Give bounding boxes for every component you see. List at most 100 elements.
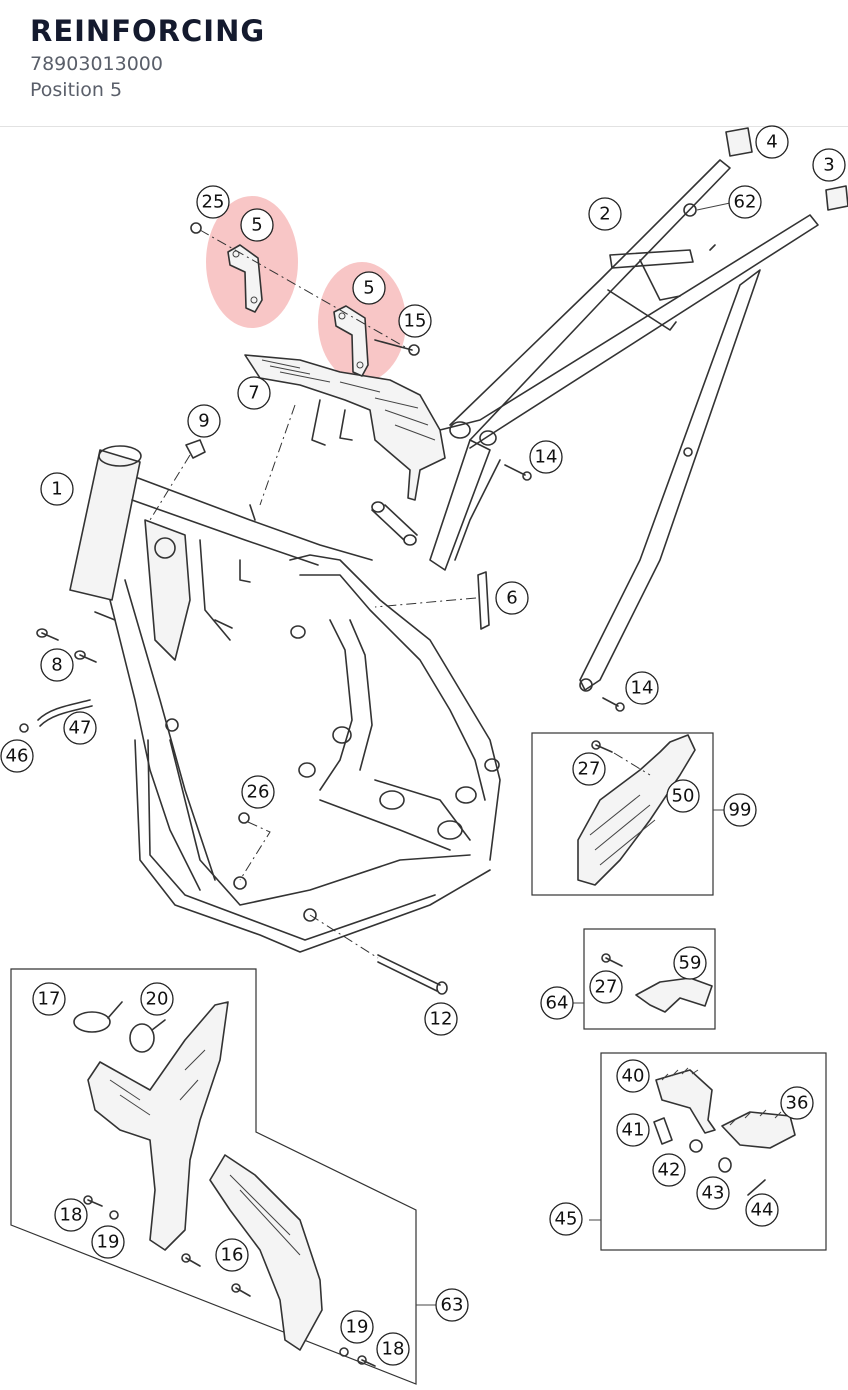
footrest-40-part[interactable] bbox=[655, 1067, 716, 1134]
svg-text:99: 99 bbox=[729, 800, 752, 821]
svg-text:2: 2 bbox=[599, 204, 610, 225]
svg-text:8: 8 bbox=[51, 655, 62, 676]
reinforcing-left-part[interactable] bbox=[227, 244, 263, 313]
callout-63[interactable]: 63 bbox=[435, 1288, 469, 1322]
guard-50-part[interactable] bbox=[577, 734, 696, 886]
nut-19-upper-part[interactable] bbox=[109, 1210, 119, 1220]
svg-text:36: 36 bbox=[786, 1093, 809, 1114]
pin-41-part[interactable] bbox=[653, 1117, 673, 1145]
screw-18-upper-part[interactable] bbox=[83, 1195, 103, 1207]
callout-14-upper[interactable]: 14 bbox=[529, 440, 563, 474]
callout-18-lower[interactable]: 18 bbox=[376, 1332, 410, 1366]
callout-18-upper[interactable]: 18 bbox=[54, 1198, 88, 1232]
callout-47[interactable]: 47 bbox=[63, 711, 97, 745]
box-63-frame bbox=[10, 968, 417, 1385]
bolt-25-part[interactable] bbox=[190, 222, 202, 234]
callout-5-left[interactable]: 5 bbox=[240, 208, 274, 242]
callout-14-lower[interactable]: 14 bbox=[625, 671, 659, 705]
clip-9-part[interactable] bbox=[185, 439, 206, 459]
part-59[interactable] bbox=[635, 977, 713, 1013]
callout-7[interactable]: 7 bbox=[237, 376, 271, 410]
svg-text:63: 63 bbox=[441, 1295, 464, 1316]
screw-18-lower-part[interactable] bbox=[357, 1355, 376, 1367]
end-cap-3-part[interactable] bbox=[825, 185, 848, 211]
callout-17[interactable]: 17 bbox=[32, 982, 66, 1016]
svg-text:6: 6 bbox=[506, 588, 517, 609]
svg-text:62: 62 bbox=[734, 192, 757, 213]
callout-1[interactable]: 1 bbox=[40, 472, 74, 506]
callout-27-box64[interactable]: 27 bbox=[589, 970, 623, 1004]
callout-59[interactable]: 59 bbox=[673, 946, 707, 980]
nut-19-lower-part[interactable] bbox=[339, 1347, 349, 1357]
svg-text:14: 14 bbox=[631, 678, 654, 699]
svg-text:44: 44 bbox=[751, 1200, 774, 1221]
subframe-part[interactable] bbox=[429, 159, 819, 692]
screw-27-box64-part[interactable] bbox=[601, 953, 623, 967]
plate-6-part[interactable] bbox=[477, 571, 490, 630]
callout-27-box99[interactable]: 27 bbox=[572, 752, 606, 786]
svg-text:16: 16 bbox=[221, 1245, 244, 1266]
frame-protector-16-part[interactable] bbox=[209, 1154, 323, 1351]
callout-9[interactable]: 9 bbox=[187, 404, 221, 438]
page-header: REINFORCING 78903013000 Position 5 bbox=[0, 0, 848, 127]
cotter-pin-44-part[interactable] bbox=[747, 1179, 766, 1196]
callout-12[interactable]: 12 bbox=[424, 1002, 458, 1036]
callout-20[interactable]: 20 bbox=[140, 982, 174, 1016]
callout-25[interactable]: 25 bbox=[196, 185, 230, 219]
svg-text:26: 26 bbox=[247, 782, 270, 803]
svg-text:45: 45 bbox=[555, 1209, 578, 1230]
callout-40[interactable]: 40 bbox=[616, 1059, 650, 1093]
cable-tie-17-part[interactable] bbox=[73, 1001, 123, 1033]
callout-36[interactable]: 36 bbox=[780, 1086, 814, 1120]
box-64-frame bbox=[583, 928, 716, 1030]
footrest-36-part[interactable] bbox=[721, 1109, 796, 1149]
spring-42-part[interactable] bbox=[689, 1139, 703, 1153]
callout-50[interactable]: 50 bbox=[666, 779, 700, 813]
callout-99[interactable]: 99 bbox=[723, 793, 757, 827]
hose-47-part[interactable] bbox=[37, 699, 93, 727]
main-frame-part[interactable] bbox=[69, 445, 501, 953]
callout-4[interactable]: 4 bbox=[755, 125, 789, 159]
end-cap-4-part[interactable] bbox=[725, 127, 753, 157]
callout-41[interactable]: 41 bbox=[616, 1113, 650, 1147]
svg-text:18: 18 bbox=[60, 1205, 83, 1226]
svg-text:1: 1 bbox=[51, 479, 62, 500]
callout-15[interactable]: 15 bbox=[398, 304, 432, 338]
bolt-14-lower-part[interactable] bbox=[602, 697, 625, 712]
callout-46[interactable]: 46 bbox=[0, 739, 34, 773]
bushing-62-part[interactable] bbox=[683, 203, 697, 217]
callout-2[interactable]: 2 bbox=[588, 197, 622, 231]
callout-3[interactable]: 3 bbox=[812, 148, 846, 182]
callout-26[interactable]: 26 bbox=[241, 775, 275, 809]
bolt-26-part[interactable] bbox=[238, 812, 250, 824]
svg-text:50: 50 bbox=[672, 786, 695, 807]
svg-text:3: 3 bbox=[823, 155, 834, 176]
callout-8[interactable]: 8 bbox=[40, 648, 74, 682]
callout-62[interactable]: 62 bbox=[728, 185, 762, 219]
bushing-box63-part[interactable] bbox=[181, 1253, 251, 1297]
callout-45[interactable]: 45 bbox=[549, 1202, 583, 1236]
callout-19-lower[interactable]: 19 bbox=[340, 1310, 374, 1344]
callout-43[interactable]: 43 bbox=[696, 1176, 730, 1210]
reinforcing-right-part[interactable] bbox=[333, 305, 369, 377]
callout-6[interactable]: 6 bbox=[495, 581, 529, 615]
washer-43-part[interactable] bbox=[718, 1157, 732, 1173]
bolt-12-part[interactable] bbox=[377, 954, 448, 995]
bolt-15-part[interactable] bbox=[374, 339, 420, 356]
svg-text:5: 5 bbox=[363, 278, 374, 299]
frame-protector-part[interactable] bbox=[87, 1001, 229, 1251]
screw-27-box99-part[interactable] bbox=[591, 740, 613, 753]
bolt-8-part[interactable] bbox=[36, 628, 97, 663]
frame-guard-part[interactable] bbox=[244, 354, 446, 501]
callout-42[interactable]: 42 bbox=[652, 1153, 686, 1187]
clamp-46-part[interactable] bbox=[19, 723, 29, 733]
cable-tie-20-part[interactable] bbox=[129, 1019, 166, 1053]
box-99-frame bbox=[531, 732, 714, 896]
callout-16[interactable]: 16 bbox=[215, 1238, 249, 1272]
bolt-14-upper-part[interactable] bbox=[504, 464, 532, 481]
callout-44[interactable]: 44 bbox=[745, 1193, 779, 1227]
callout-64[interactable]: 64 bbox=[540, 986, 574, 1020]
callout-19-upper[interactable]: 19 bbox=[91, 1225, 125, 1259]
svg-text:18: 18 bbox=[382, 1339, 405, 1360]
callout-5-right[interactable]: 5 bbox=[352, 271, 386, 305]
